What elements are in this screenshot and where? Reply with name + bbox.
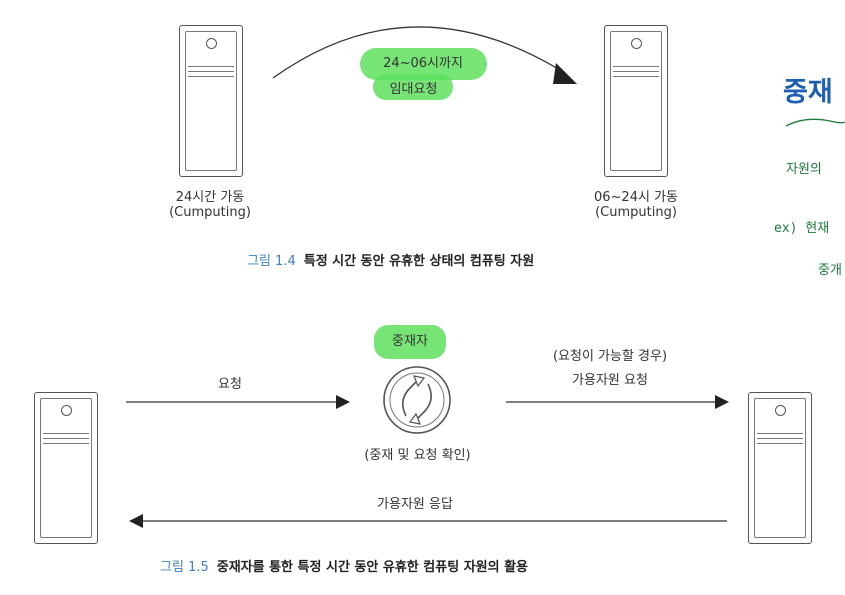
left-server-label-1: 24시간 가동 [175, 190, 245, 205]
response-arrowhead-icon [129, 514, 143, 528]
note-line-2: ex) 현재 [774, 221, 830, 236]
avail-arrowhead-icon [715, 395, 729, 409]
right-server-label-2: (Cumputing) [595, 205, 677, 220]
provider-server-icon [748, 392, 812, 544]
request-label: 요청 [218, 377, 242, 392]
rental-request-arc [272, 26, 561, 79]
right-server-label-1: 06~24시 가동 [594, 190, 678, 205]
note-line-1: 자원의 [786, 162, 822, 177]
figure-caption-1-5: 그림 1.5 중재자를 통한 특정 시간 동안 유휴한 컴퓨팅 자원의 활용 [160, 556, 528, 575]
avail-label-line2: 가용자원 요청 [572, 373, 648, 388]
note-title: 중재 [783, 77, 833, 108]
right-server-icon [604, 25, 668, 177]
arc-label-highlight-2 [373, 74, 453, 100]
left-server-label-2: (Cumputing) [169, 205, 251, 220]
broker-title: 중재자 [392, 334, 428, 349]
broker-title-highlight [374, 325, 446, 359]
avail-label-line1: (요청이 가능할 경우) [552, 349, 668, 364]
note-line-3: 중개 [818, 263, 842, 278]
note-underline [785, 118, 845, 127]
figure-caption-1-4: 그림 1.4 특정 시간 동안 유휴한 상태의 컴퓨팅 자원 [247, 250, 534, 269]
caption-text: 중재자를 통한 특정 시간 동안 유휴한 컴퓨팅 자원의 활용 [216, 560, 529, 575]
caption-number: 그림 1.4 [247, 254, 296, 269]
response-label: 가용자원 응답 [377, 497, 453, 512]
broker-note: (중재 및 요청 확인) [364, 448, 471, 463]
caption-number: 그림 1.5 [160, 560, 209, 575]
caption-text: 특정 시간 동안 유휴한 상태의 컴퓨팅 자원 [303, 254, 535, 269]
left-server-icon [179, 25, 243, 177]
arc-label-line1: 24~06시까지 [383, 56, 463, 71]
request-arrowhead-icon [336, 395, 350, 409]
arc-label-line2: 임대요청 [389, 82, 438, 97]
exchange-arrows-icon [383, 366, 451, 434]
arc-arrowhead-icon [553, 63, 577, 84]
client-server-icon [34, 392, 98, 544]
